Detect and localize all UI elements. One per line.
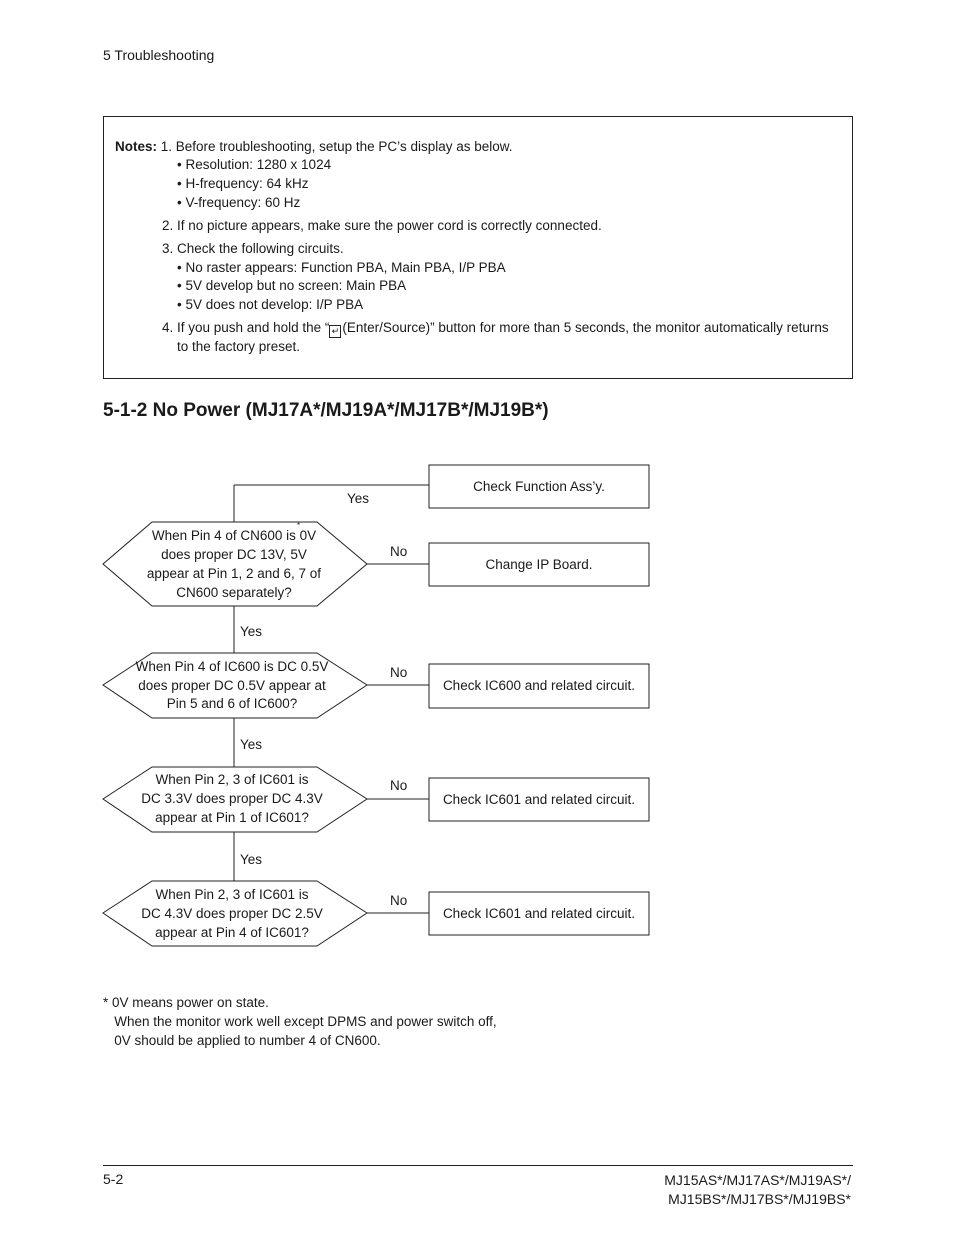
action-box-check-function [428,464,650,509]
note-1: Notes: 1. Before troubleshooting, setup … [115,139,513,154]
no-label-3: No [390,778,407,793]
model-line-1: MJ15AS*/MJ17AS*/MJ19AS*/ [664,1172,851,1188]
decision-1-line: does proper DC 13V, 5V [161,547,307,562]
decision-1-line: When Pin 4 of CN600 is 0V [152,528,316,543]
decision-2-line: When Pin 4 of IC600 is DC 0.5V [136,659,329,674]
decision-4-line: DC 4.3V does proper DC 2.5V [141,906,323,921]
footnote-line: When the monitor work well except DPMS a… [103,1014,497,1029]
decision-1-line: appear at Pin 1, 2 and 6, 7 of [147,566,321,581]
note-1-bullet: • H-frequency: 64 kHz [177,176,309,191]
note-4-post: (Enter/Source)” button for more than 5 s… [342,320,829,335]
decision-2-line: Pin 5 and 6 of IC600? [167,696,298,711]
action-text-4: Check IC601 and related circuit. [443,906,635,921]
note-1-bullet: • V-frequency: 60 Hz [177,195,301,210]
yes-label-2: Yes [240,737,262,752]
action-text-top: Check Function Ass’y. [473,479,605,494]
page-number: 5-2 [103,1171,124,1187]
note-1-bullet: • Resolution: 1280 x 1024 [177,157,332,172]
note-3-bullet: • 5V develop but no screen: Main PBA [177,278,407,293]
decision-diamond-2 [102,652,368,719]
decision-diamond-3 [102,766,368,833]
footnote-line: 0V should be applied to number 4 of CN60… [103,1033,381,1048]
running-header: 5 Troubleshooting [103,47,215,63]
note-3: 3. Check the following circuits. [162,241,344,256]
yes-label-1: Yes [240,624,262,639]
decision-diamond-4 [102,880,368,947]
action-box-2 [428,663,650,709]
decision-4-line: When Pin 2, 3 of IC601 is [155,887,308,902]
decision-1-line: CN600 separately? [176,585,292,600]
note-4: 4. If you push and hold the “↵(Enter/Sou… [162,320,829,338]
action-text-1: Change IP Board. [485,557,592,572]
action-box-3 [428,777,650,822]
action-text-2: Check IC600 and related circuit. [443,678,635,693]
footer-divider [103,1165,853,1166]
note-3-bullet: • No raster appears: Function PBA, Main … [177,260,506,275]
decision-3-line: appear at Pin 1 of IC601? [155,810,309,825]
no-label-4: No [390,893,407,908]
enter-key-icon: ↵ [329,325,342,338]
asterisk-mark: * [297,521,300,530]
notes-box: Notes: 1. Before troubleshooting, setup … [103,116,853,379]
decision-3-line: When Pin 2, 3 of IC601 is [155,772,308,787]
action-text-3: Check IC601 and related circuit. [443,792,635,807]
no-label-1: No [390,544,407,559]
notes-label: Notes: [115,139,158,154]
note-4-pre: 4. If you push and hold the “ [162,320,330,335]
decision-3-line: DC 3.3V does proper DC 4.3V [141,791,323,806]
no-label-2: No [390,665,407,680]
decision-2-line: does proper DC 0.5V appear at [138,678,326,693]
decision-diamond-1 [102,521,368,607]
decision-4-line: appear at Pin 4 of IC601? [155,925,309,940]
yes-label-top: Yes [347,491,369,506]
footnote-line: * 0V means power on state. [103,995,269,1010]
section-title: 5-1-2 No Power (MJ17A*/MJ19A*/MJ17B*/MJ1… [103,400,549,421]
note-2: 2. If no picture appears, make sure the … [162,218,602,233]
yes-label-3: Yes [240,852,262,867]
note-1-text: 1. Before troubleshooting, setup the PC’… [160,139,513,154]
model-list: MJ15AS*/MJ17AS*/MJ19AS*/ MJ15BS*/MJ17BS*… [664,1171,851,1209]
action-box-1 [428,542,650,587]
model-line-2: MJ15BS*/MJ17BS*/MJ19BS* [668,1191,851,1207]
note-4-line2: to the factory preset. [177,339,301,354]
note-3-bullet: • 5V does not develop: I/P PBA [177,297,364,312]
action-box-4 [428,891,650,936]
